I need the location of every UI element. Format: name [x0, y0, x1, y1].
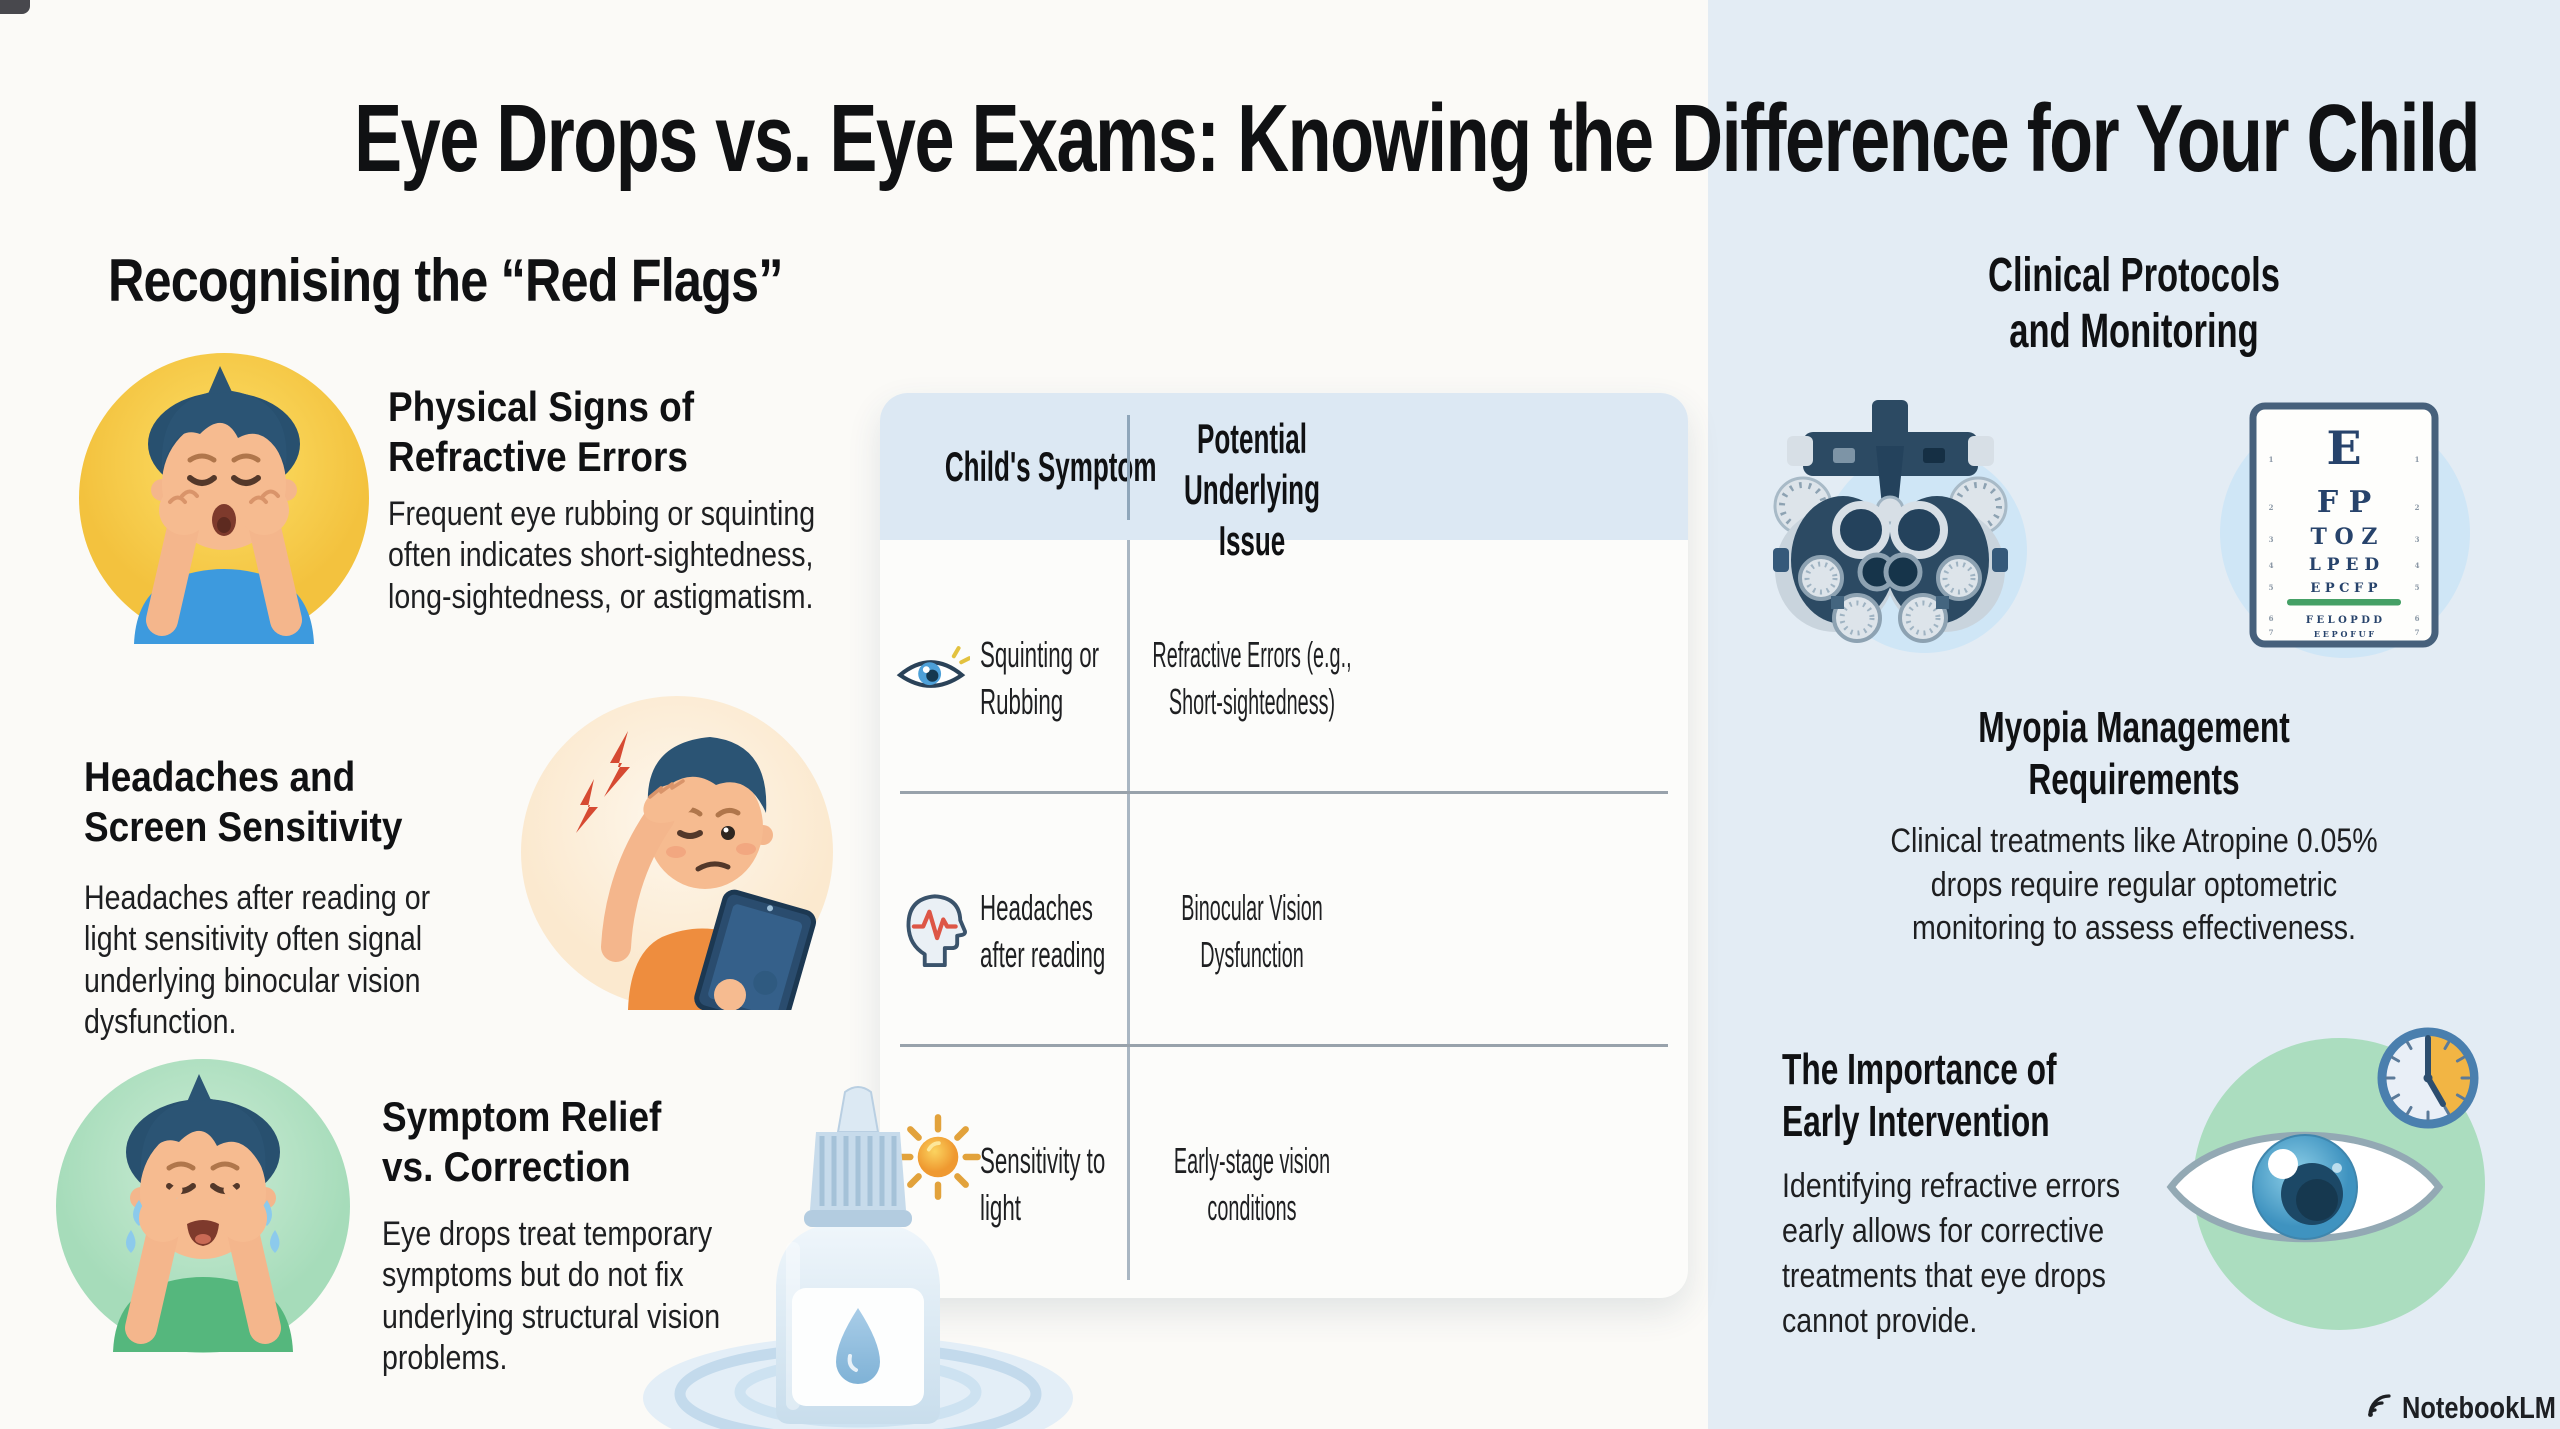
row-divider-2 — [900, 1044, 1668, 1047]
item1-heading: Physical Signs of Refractive Errors — [388, 383, 695, 481]
svg-text:6: 6 — [2415, 614, 2420, 623]
item1-body: Frequent eye rubbing or squinting often … — [388, 495, 816, 616]
svg-text:3: 3 — [2415, 535, 2420, 544]
notebooklm-brand: NotebookLM — [2402, 1390, 2556, 1425]
item3-body: Eye drops treat temporary symptoms but d… — [382, 1215, 721, 1378]
svg-text:5: 5 — [2269, 583, 2274, 592]
eye-chart-row: T O Z — [2311, 524, 2378, 550]
crying-boy-tears-icon — [55, 1058, 351, 1354]
clock-icon — [2372, 1022, 2484, 1134]
myopia-body: Clinical treatments like Atropine 0.05% … — [1890, 822, 2378, 948]
table-row-symptom: Sensitivity to light — [980, 1140, 1106, 1228]
svg-text:7: 7 — [2269, 628, 2274, 637]
eye-chart-row: F P — [2317, 485, 2371, 520]
eye-chart-row: E E P O F U F — [2314, 629, 2375, 639]
eye-chart-row: F E L O P D D — [2306, 615, 2383, 626]
eye-icon — [896, 643, 972, 704]
eye-chart-row: L P E D — [2309, 555, 2379, 575]
item2-body: Headaches after reading or light sensiti… — [84, 879, 431, 1042]
svg-text:4: 4 — [2269, 561, 2274, 570]
table-row-symptom: Headaches after reading — [980, 887, 1106, 975]
svg-text:6: 6 — [2269, 614, 2274, 623]
column-divider — [1127, 540, 1130, 1280]
svg-text:5: 5 — [2415, 583, 2420, 592]
svg-text:1: 1 — [2415, 455, 2420, 464]
crying-boy-rubbing-eyes-icon — [78, 352, 370, 644]
table-header — [880, 393, 1688, 540]
table-row-issue: Refractive Errors (e.g., Short-sightedne… — [1152, 634, 1352, 722]
big-eye-icon — [2165, 1104, 2445, 1270]
svg-text:7: 7 — [2415, 628, 2420, 637]
myopia-heading: Myopia Management Requirements — [1978, 703, 2290, 804]
head-pulse-icon — [900, 889, 968, 972]
column-header-symptom: Child's Symptom — [944, 443, 1157, 490]
svg-text:2: 2 — [2269, 503, 2274, 512]
table-row-issue: Early-stage vision conditions — [1173, 1140, 1331, 1228]
svg-text:1: 1 — [2269, 455, 2274, 464]
eye-chart-side-marks: 1 1 2 2 3 3 4 4 5 5 6 6 7 7 — [2269, 455, 2420, 637]
svg-text:2: 2 — [2415, 503, 2420, 512]
early-intervention-heading: The Importance of Early Intervention — [1782, 1045, 2057, 1146]
item3-heading: Symptom Relief vs. Correction — [382, 1093, 662, 1191]
table-row-issue: Binocular Vision Dysfunction — [1181, 887, 1323, 975]
header-divider — [1127, 415, 1130, 520]
boy-headache-tablet-icon — [520, 695, 835, 1031]
comparison-table-card: Child's Symptom Potential Underlying Iss… — [880, 393, 1688, 1298]
eye-drop-bottle-illustration — [620, 1080, 1080, 1429]
right-section-heading: Clinical Protocols and Monitoring — [1988, 249, 2280, 358]
svg-text:4: 4 — [2415, 561, 2420, 570]
svg-text:3: 3 — [2269, 535, 2274, 544]
eye-chart-icon: E F P T O Z L P E D E P C F P F E L O P … — [2249, 402, 2439, 648]
page-title: Eye Drops vs. Eye Exams: Knowing the Dif… — [354, 85, 2480, 192]
early-intervention-body: Identifying refractive errors early allo… — [1782, 1167, 2121, 1340]
left-section-heading: Recognising the “Red Flags” — [108, 247, 783, 314]
corner-artifact — [0, 0, 30, 14]
phoropter-icon — [1773, 398, 2008, 653]
eye-chart-row: E — [2326, 421, 2361, 475]
item2-heading: Headaches and Screen Sensitivity — [84, 753, 403, 851]
eye-chart-row: E P C F P — [2310, 581, 2377, 596]
table-row-symptom: Squinting or Rubbing — [980, 634, 1100, 722]
row-divider-1 — [900, 791, 1668, 794]
sun-icon — [890, 1109, 986, 1210]
column-header-issue: Potential Underlying Issue — [1183, 415, 1320, 565]
notebooklm-logo-icon — [2366, 1392, 2396, 1420]
